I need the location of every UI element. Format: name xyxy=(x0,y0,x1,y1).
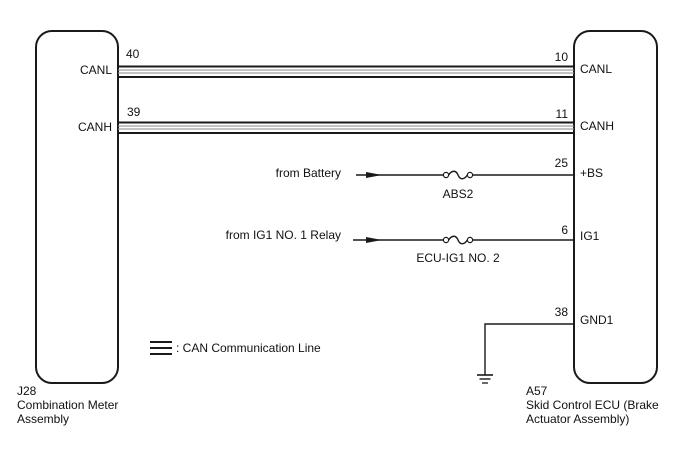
left-component-name-line1: Combination Meter xyxy=(17,398,119,412)
right-pin-bs-name: +BS xyxy=(580,166,603,180)
right-pin-ig1-name: IG1 xyxy=(580,229,600,243)
ig1-wire xyxy=(353,235,574,245)
right-component-code: A57 xyxy=(526,384,548,398)
fuse-icon xyxy=(442,235,474,245)
right-pin-11-number: 11 xyxy=(556,107,569,121)
fuse-icon xyxy=(442,170,474,180)
left-component-code: J28 xyxy=(17,384,37,398)
arrow-icon xyxy=(366,237,382,243)
left-component-caption: J28 Combination Meter Assembly xyxy=(17,384,118,426)
right-component-name-line1: Skid Control ECU (Brake xyxy=(526,398,659,412)
left-pin-40-number: 40 xyxy=(126,47,140,61)
can-line-symbol xyxy=(150,341,172,355)
fuse-abs2-label: ABS2 xyxy=(443,187,474,201)
fuse-ecu-ig1-label: ECU-IG1 NO. 2 xyxy=(416,251,500,265)
combination-meter-box xyxy=(35,30,119,384)
legend-text: : CAN Communication Line xyxy=(176,341,321,355)
right-pin-6-number: 6 xyxy=(561,223,568,237)
gnd1-wire xyxy=(477,323,574,384)
right-pin-canl-name: CANL xyxy=(580,62,612,76)
left-pin-canl-name: CANL xyxy=(80,63,112,77)
source-from-battery: from Battery xyxy=(276,166,341,180)
right-pin-canh-name: CANH xyxy=(580,119,614,133)
right-pin-25-number: 25 xyxy=(555,156,569,170)
source-from-ig1-relay: from IG1 NO. 1 Relay xyxy=(226,228,341,242)
skid-control-ecu-box xyxy=(573,30,658,384)
canh-wire xyxy=(118,121,574,134)
left-pin-canh-name: CANH xyxy=(78,120,112,134)
arrow-icon xyxy=(366,172,382,178)
right-pin-gnd1-name: GND1 xyxy=(580,313,614,327)
canl-wire xyxy=(118,65,574,78)
left-component-name-line2: Assembly xyxy=(17,412,70,426)
right-pin-10-number: 10 xyxy=(555,50,569,64)
battery-wire xyxy=(356,170,574,180)
right-pin-38-number: 38 xyxy=(555,305,569,319)
right-component-name-line2: Actuator Assembly) xyxy=(526,412,630,426)
ground-icon xyxy=(477,374,493,384)
left-pin-39-number: 39 xyxy=(127,105,141,119)
right-component-caption: A57 Skid Control ECU (Brake Actuator Ass… xyxy=(526,384,659,426)
